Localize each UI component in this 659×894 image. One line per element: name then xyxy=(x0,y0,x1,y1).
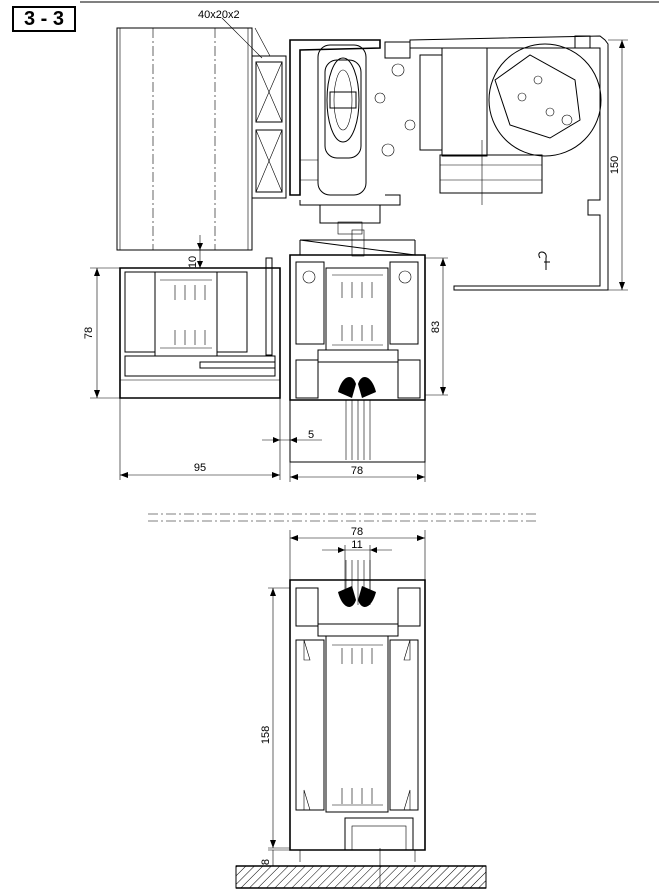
dim-text-150: 150 xyxy=(609,156,621,174)
dimension-11: 11 xyxy=(322,539,392,590)
dim-text-158: 158 xyxy=(260,726,272,744)
dim-text-78-bottom: 78 xyxy=(351,465,363,477)
door-leaf xyxy=(116,27,253,251)
floor-slab xyxy=(235,848,487,889)
dim-text-83: 83 xyxy=(430,321,442,333)
dim-text-78-lower: 78 xyxy=(351,526,363,538)
frame-profile-left xyxy=(119,257,281,399)
dim-text-95: 95 xyxy=(194,462,206,474)
sash-profile-bottom xyxy=(289,560,426,862)
dim-text-78-left: 78 xyxy=(83,327,95,339)
dimension-78-horizontal: 78 xyxy=(289,462,426,482)
dim-text-11: 11 xyxy=(351,539,362,551)
dimension-150: 150 xyxy=(608,39,628,291)
section-separator xyxy=(148,513,538,522)
dimension-5: 5 xyxy=(262,429,322,443)
section-label: 3 - 3 xyxy=(12,6,76,32)
steel-post xyxy=(251,27,287,199)
dim-text-5: 5 xyxy=(308,429,314,441)
dimension-158: 158 xyxy=(260,587,290,849)
dim-text-8: 8 xyxy=(260,859,272,865)
dimension-78-bottom-view: 78 xyxy=(289,526,426,580)
dim-text-post: 40x20x2 xyxy=(198,9,240,21)
drive-motor xyxy=(384,35,609,291)
dimension-78-vertical: 78 xyxy=(83,267,120,399)
dimension-95: 95 xyxy=(119,398,281,480)
dimension-8: 8 xyxy=(260,849,290,866)
trolley-carriage xyxy=(289,39,401,235)
dimension-10: 10 xyxy=(187,235,203,268)
dim-text-10: 10 xyxy=(187,256,199,268)
dimension-83-vertical: 83 xyxy=(425,257,448,396)
post-label-leader: 40x20x2 xyxy=(198,9,263,59)
sash-profile-top xyxy=(289,229,426,463)
